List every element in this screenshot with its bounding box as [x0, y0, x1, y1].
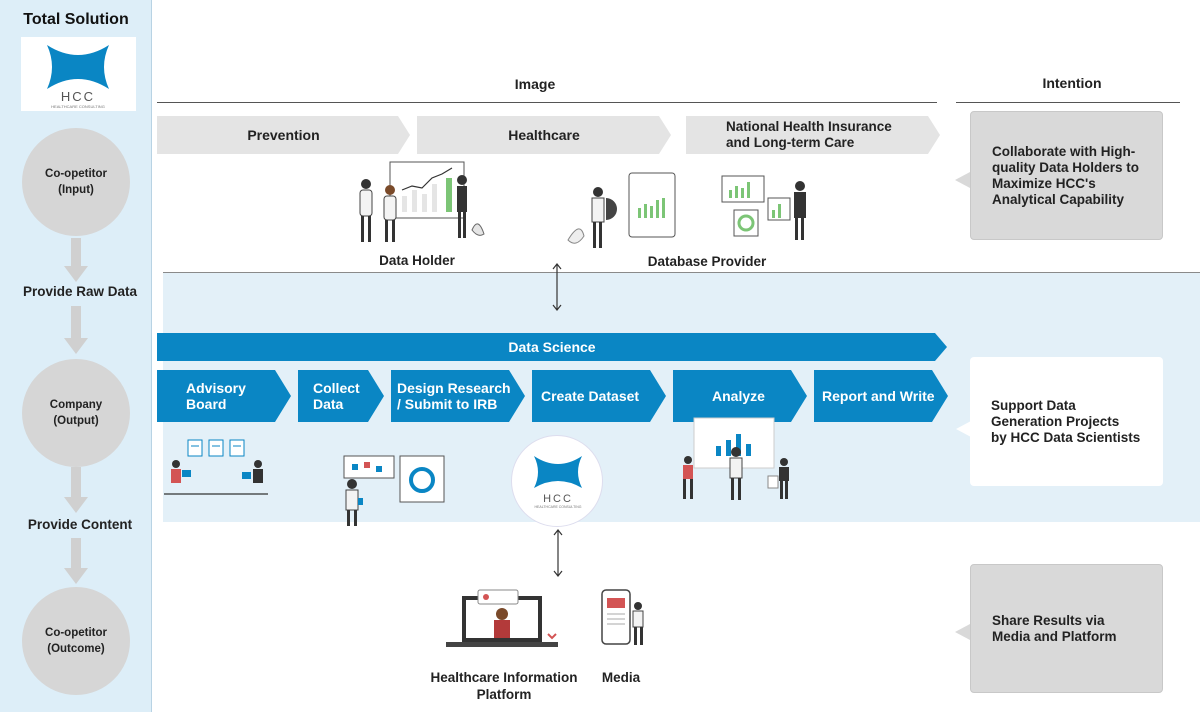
- analyze-illustration: [683, 417, 789, 500]
- hcc-center-logo: HCC HEALTHCARE CONSULTING: [511, 435, 603, 527]
- chevron-nhi: National Health Insurance and Long-term …: [686, 116, 940, 154]
- step-create-dataset: Create Dataset: [532, 370, 666, 422]
- transition-content: Provide Content: [27, 517, 133, 532]
- intention-box-output: Support Data Generation Projects by HCC …: [970, 357, 1163, 486]
- step-line: Advisory: [186, 380, 246, 396]
- caption-media: Media: [601, 670, 641, 685]
- stage-output-title: Company: [49, 399, 103, 411]
- step-analyze: Analyze: [673, 370, 807, 422]
- step-line: Data: [313, 396, 344, 412]
- band-divider: [163, 272, 1200, 273]
- intention-pointer: [955, 624, 970, 640]
- intention-box-input: Collaborate with High- quality Data Hold…: [970, 111, 1163, 240]
- heading-rule: [157, 102, 937, 103]
- hcc-logo: HCC HEALTHCARE CONSULTING: [21, 37, 136, 111]
- intention-pointer: [956, 421, 971, 437]
- step-line: Collect: [313, 380, 360, 396]
- caption-data-holder: Data Holder: [379, 253, 455, 268]
- data-science-banner: Data Science: [157, 333, 947, 361]
- intention-line: Media and Platform: [992, 628, 1117, 644]
- stage-output-sub: (Output): [53, 415, 99, 427]
- chevron-prevention: Prevention: [157, 116, 410, 154]
- stage-input-circle: Co-opetitor (Input): [22, 128, 130, 236]
- healthcare-platform-illustration: [446, 589, 558, 647]
- intention-line: Generation Projects: [991, 413, 1120, 429]
- nhi-line1: National Health Insurance: [726, 119, 892, 134]
- hcc-logo-text: HCC: [61, 89, 95, 104]
- intention-line: Maximize HCC's: [992, 175, 1096, 191]
- heading-intention: Intention: [1042, 75, 1102, 91]
- intention-line: quality Data Holders to: [992, 159, 1140, 175]
- stage-input-title: Co-opetitor: [45, 168, 107, 180]
- caption-healthcare-platform: Healthcare Information Platform: [424, 669, 584, 703]
- hcc-logo-subtext: HEALTHCARE CONSULTING: [51, 104, 105, 109]
- step-report-write: Report and Write: [814, 370, 948, 422]
- down-arrow-icon: [64, 306, 88, 354]
- transition-raw-data: Provide Raw Data: [22, 284, 138, 299]
- intention-line: by HCC Data Scientists: [991, 429, 1141, 445]
- intention-pointer: [955, 172, 970, 188]
- stage-outcome-circle: Co-opetitor (Outcome): [22, 587, 130, 695]
- bidirectional-arrow-icon: [553, 529, 563, 577]
- sidebar: Total Solution HCC HEALTHCARE CONSULTING…: [0, 0, 152, 712]
- advisory-illustration: [164, 439, 268, 495]
- intention-line: Collaborate with High-: [992, 143, 1136, 159]
- database-provider-illustration: [567, 172, 806, 248]
- stage-output-circle: Company (Output): [22, 359, 130, 467]
- intention-box-outcome: Share Results via Media and Platform: [970, 564, 1163, 693]
- intention-line: Support Data: [991, 397, 1076, 413]
- step-line: Design Research: [397, 380, 511, 396]
- down-arrow-icon: [64, 467, 88, 513]
- caption-line: Healthcare Information: [430, 670, 578, 685]
- stage-input-sub: (Input): [58, 184, 94, 196]
- nhi-line2: and Long-term Care: [726, 135, 855, 150]
- caption-line: Platform: [476, 687, 532, 702]
- caption-database-provider: Database Provider: [647, 254, 767, 269]
- step-line: / Submit to IRB: [397, 396, 498, 412]
- stage-outcome-sub: (Outcome): [47, 643, 105, 655]
- intention-line: Share Results via: [992, 612, 1105, 628]
- heading-rule: [956, 102, 1180, 103]
- center-logo-subtext: HEALTHCARE CONSULTING: [535, 505, 582, 509]
- down-arrow-icon: [64, 538, 88, 584]
- stage-outcome-title: Co-opetitor: [45, 627, 107, 639]
- step-line: Board: [186, 396, 227, 412]
- heading-image: Image: [514, 76, 556, 92]
- chevron-healthcare: Healthcare: [417, 116, 671, 154]
- down-arrow-icon: [64, 238, 88, 282]
- collect-data-illustration: [343, 455, 445, 526]
- sidebar-title: Total Solution: [23, 11, 129, 28]
- bidirectional-arrow-icon: [552, 263, 562, 311]
- media-illustration: [601, 589, 644, 645]
- center-logo-text: HCC: [543, 493, 573, 505]
- intention-line: Analytical Capability: [992, 191, 1125, 207]
- step-design-research: Design Research/ Submit to IRB: [391, 370, 525, 422]
- data-holder-illustration: [359, 161, 485, 242]
